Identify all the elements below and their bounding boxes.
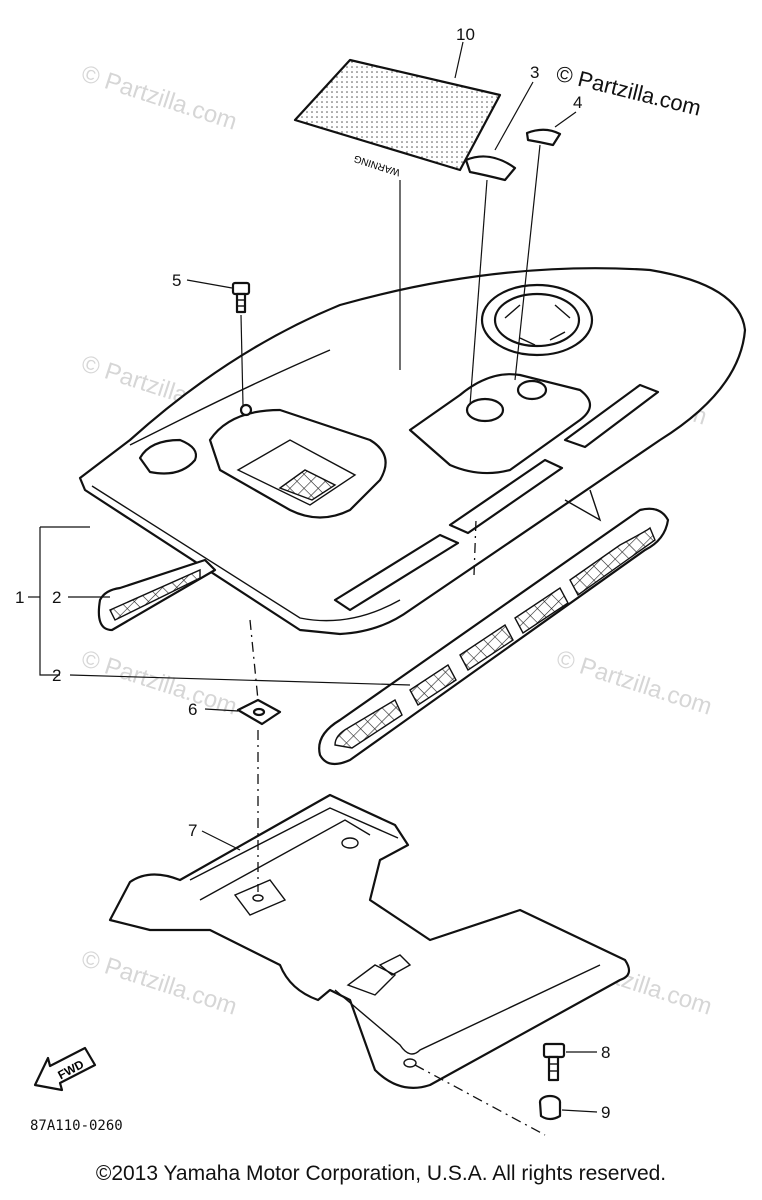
part-2-grille-left: [97, 558, 217, 632]
part-7-bracket: [108, 793, 631, 1089]
part-2-grille-right: [318, 507, 670, 766]
callout-5: 5: [172, 271, 181, 290]
diagram-code: 87A110-0260: [30, 1118, 123, 1134]
callout-1: 1: [15, 588, 24, 607]
watermark-text: © Partzilla.com: [78, 945, 240, 1021]
part-10-warning-label: WARNING: [293, 58, 502, 178]
part-3-cap: [464, 155, 517, 182]
sticker-text: WARNING: [352, 152, 401, 177]
copyright-notice: ©2013 Yamaha Motor Corporation, U.S.A. A…: [95, 1162, 667, 1185]
callout-10: 10: [456, 25, 475, 44]
callout-2: 2: [52, 588, 61, 607]
watermark-text: © Partzilla.com: [553, 645, 715, 721]
part-4-cap: [525, 128, 562, 147]
part-1-cover: [78, 267, 747, 636]
part-8-bolt: [542, 1042, 566, 1082]
callout-4: 4: [573, 93, 582, 112]
callout-labels: 10 3 4 5 1 2 2 6 7 8 9: [15, 25, 610, 1122]
leader-lines: [28, 41, 598, 1136]
callout-2: 2: [52, 666, 61, 685]
watermark-text: © Partzilla.com: [78, 60, 240, 136]
part-6-nut: [236, 698, 282, 726]
part-9-grommet: [538, 1094, 562, 1121]
callout-3: 3: [530, 63, 539, 82]
fwd-arrow: FWD: [33, 1046, 97, 1092]
callout-6: 6: [188, 700, 197, 719]
callout-8: 8: [601, 1043, 610, 1062]
callout-7: 7: [188, 821, 197, 840]
part-5-bolt: [231, 281, 251, 314]
callout-9: 9: [601, 1103, 610, 1122]
